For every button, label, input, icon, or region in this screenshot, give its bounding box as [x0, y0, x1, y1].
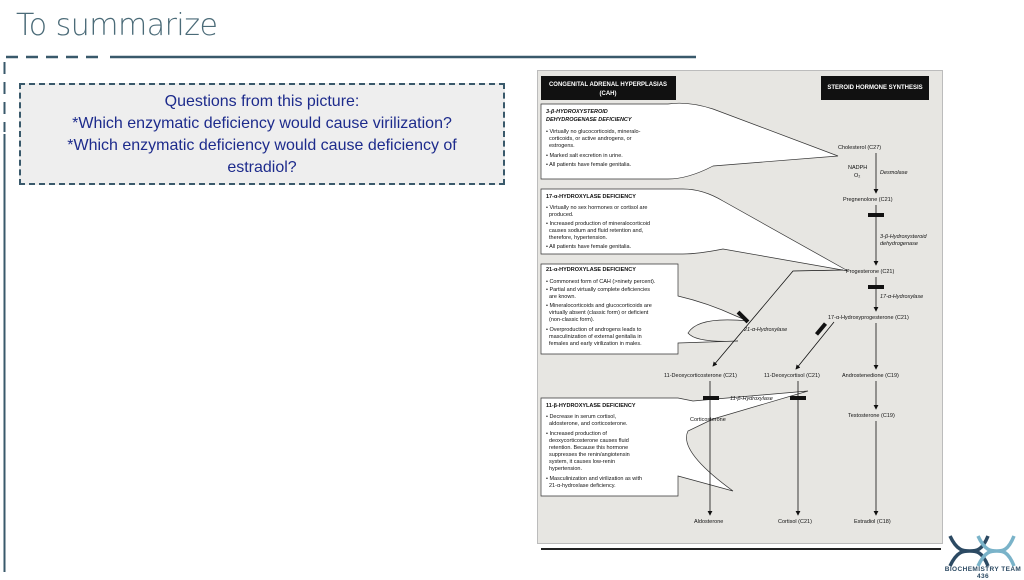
dna-logo-icon	[948, 535, 1016, 567]
block-11b-cortisol	[790, 396, 806, 400]
node-aldosterone: Aldosterone	[694, 519, 723, 525]
box3-line4: • Mineralocorticoids and glucocorticoids…	[546, 303, 652, 309]
box4-line2: aldosterone, and corticosterone.	[549, 421, 628, 427]
block-11b-aldo	[703, 396, 719, 400]
enzyme-17a-hydroxylase: 17-α-Hydroxylase	[880, 294, 923, 300]
node-17-ohp: 17-α-Hydroxyprogesterone (C21)	[828, 315, 909, 321]
enzyme-3b-hsd-cont: dehydrogenase	[880, 241, 918, 247]
cah-header-text: CONGENITAL ADRENAL HYPERPLASIAS	[549, 82, 667, 88]
block-21a-cortisol	[814, 322, 828, 336]
box2-title: 17-α-HYDROXYLASE DEFICIENCY	[546, 194, 636, 200]
box4-line1: • Decrease in serum cortisol,	[546, 414, 617, 420]
box2-line2: produced.	[549, 212, 574, 218]
node-progesterone: Progesterone (C21)	[846, 269, 894, 275]
question-estradiol-cont: estradiol?	[227, 159, 297, 176]
enzyme-21a-hydroxylase: 21-α-Hydroxylase	[743, 327, 787, 333]
synthesis-header-text: STEROID HORMONE SYNTHESIS	[827, 85, 922, 91]
questions-heading: Questions from this picture:	[164, 93, 360, 110]
box4-line8: hypertension.	[549, 466, 582, 472]
enzyme-desmolase: Desmolase	[880, 170, 908, 176]
enzyme-11b-hydroxylase: 11-β-Hydroxylase	[730, 396, 773, 402]
block-17a-hydroxylase	[868, 285, 884, 289]
box3-line2: • Partial and virtually complete deficie…	[546, 287, 650, 293]
slide-title: To summarize	[16, 8, 218, 43]
node-androstenedione: Androstenedione (C19)	[842, 373, 899, 379]
cah-header	[541, 76, 676, 100]
box-3b-hsd	[540, 102, 839, 180]
node-deoxycorticosterone: 11-Deoxycorticosterone (C21)	[664, 373, 737, 379]
cah-header-sub: (CAH)	[600, 91, 617, 97]
box4-line6: suppresses the renin/angiotensin	[549, 452, 630, 458]
node-deoxycortisol: 11-Deoxycortisol (C21)	[764, 373, 820, 379]
arrow-ohp-deoxycortisol	[795, 321, 835, 370]
box1-line5: • All patients have female genitalia.	[546, 162, 632, 168]
enzyme-3b-hsd: 3-β-Hydroxysteroid	[880, 234, 927, 240]
question-box: Questions from this picture: *Which enzy…	[19, 83, 505, 185]
box2-line5: therefore, hypertension.	[549, 235, 608, 241]
box4-line10: 21-α-hydroxlase deficiency.	[549, 483, 616, 489]
box1-line3: estrogens.	[549, 143, 575, 149]
node-estradiol: Estradiol (C18)	[854, 519, 891, 525]
arrow-prog-doc	[712, 269, 844, 367]
label-nadph: NADPH	[848, 165, 867, 171]
logo-text: BIOCHEMISTRY TEAM 436	[944, 566, 1022, 580]
box3-line1: • Commonest form of CAH (>ninety percent…	[546, 279, 656, 285]
label-o2: O₂	[854, 173, 860, 179]
question-virilization: *Which enzymatic deficiency would cause …	[72, 115, 452, 132]
node-corticosterone: Corticosterone	[690, 417, 726, 423]
box1-line4: • Marked salt excretion in urine.	[546, 153, 623, 159]
box3-line7: • Overproduction of androgens leads to	[546, 327, 642, 333]
node-testosterone: Testosterone (C19)	[848, 413, 895, 419]
box2-line6: • All patients have female genitalia.	[546, 244, 632, 250]
box4-line5: retention. Because this hormone	[549, 445, 628, 451]
box1-line1: • Virtually no glucocorticoids, mineralo…	[546, 129, 641, 135]
cah-diagram: CONGENITAL ADRENAL HYPERPLASIAS (CAH) ST…	[540, 76, 929, 525]
block-21a-doc	[736, 310, 750, 324]
box2-line4: causes sodium and fluid retention and,	[549, 228, 644, 234]
box3-title: 21-α-HYDROXYLASE DEFICIENCY	[546, 267, 636, 273]
box3-line5: virtually absent (classic form) or defic…	[549, 310, 649, 316]
box3-line3: are known.	[549, 294, 576, 300]
box4-line7: system, it causes low-renin	[549, 459, 615, 465]
box3-line9: females and early virilization in males.	[549, 341, 642, 347]
box-11b-hydroxylase	[540, 390, 809, 497]
synthesis-header	[821, 76, 929, 100]
cah-figure: CONGENITAL ADRENAL HYPERPLASIAS (CAH) ST…	[537, 70, 943, 544]
box4-line9: • Masculinization and virilization as wi…	[546, 476, 642, 482]
question-estradiol: *Which enzymatic deficiency would cause …	[67, 137, 457, 154]
left-margin-rule	[3, 62, 6, 572]
title-underline	[6, 55, 696, 59]
box3-line8: masculinization of external genitalia in	[549, 334, 642, 340]
box1-title1: 3-β-HYDROXYSTEROID	[546, 109, 608, 115]
box2-line3: • Increased production of mineralocortic…	[546, 221, 650, 227]
box4-line3: • Increased production of	[546, 431, 607, 437]
block-3b-hsd	[868, 213, 884, 217]
box3-line6: (non-classic form).	[549, 317, 595, 323]
figure-bottom-rule	[541, 548, 941, 550]
box4-line4: deoxycorticosterone causes fluid	[549, 438, 629, 444]
box4-title: 11-β-HYDROXYLASE DEFICIENCY	[546, 403, 636, 409]
box1-title2: DEHYDROGENASE DEFICIENCY	[546, 117, 633, 123]
box-21a-hydroxylase	[540, 263, 749, 355]
node-cholesterol: Cholesterol (C27)	[838, 145, 881, 151]
node-pregnenolone: Pregnenolone (C21)	[843, 197, 893, 203]
box2-line1: • Virtually no sex hormones or cortisol …	[546, 205, 647, 211]
box1-line2: corticoids, or active androgens, or	[549, 136, 632, 142]
node-cortisol: Cortisol (C21)	[778, 519, 812, 525]
box-17a-hydroxylase	[540, 188, 849, 272]
